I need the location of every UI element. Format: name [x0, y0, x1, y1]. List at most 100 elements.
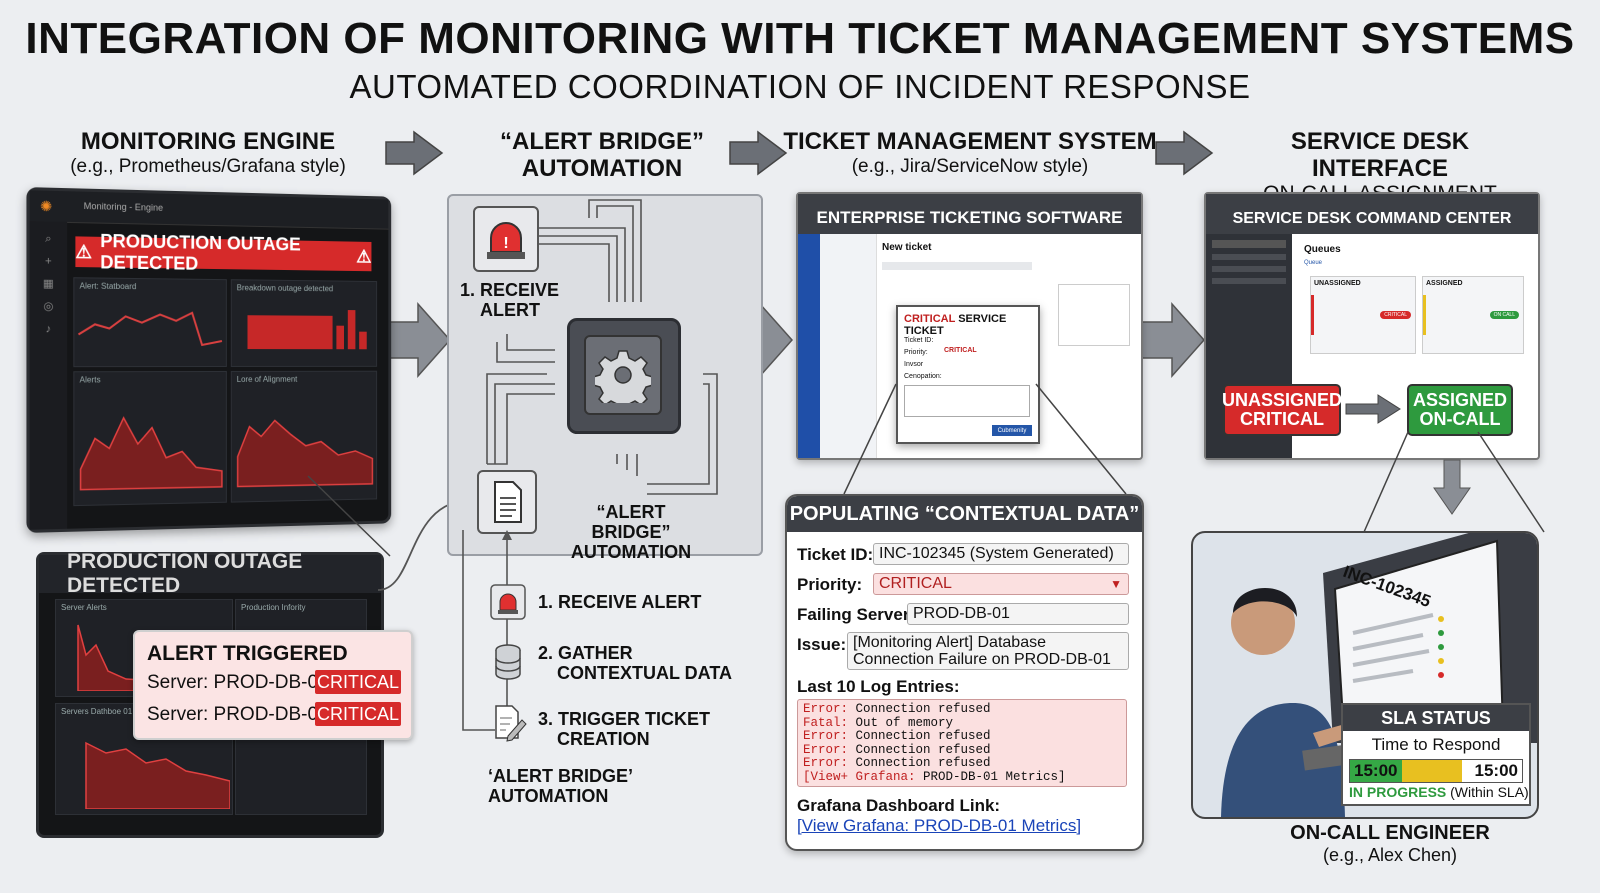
sla-progress-yellow [1402, 760, 1462, 782]
queue-tab[interactable]: Queue [1304, 260, 1323, 266]
monitoring-topbar: ✺ Monitoring - Engine [29, 190, 389, 230]
monitoring-app-title: Monitoring - Engine [83, 200, 164, 213]
assigned-column: ASSIGNED ON CALL [1422, 276, 1524, 354]
priority-label: Priority: [797, 575, 863, 594]
critical-ticket-title: CRITICAL SERVICE TICKET [904, 313, 1038, 337]
bridge-title-2: AUTOMATION [521, 155, 683, 182]
failing-server-label: Failing Server: [797, 605, 916, 624]
sidebar-item[interactable] [1212, 254, 1286, 260]
sla-state-note: (Within SLA) [1446, 784, 1529, 800]
plus-icon[interactable]: + [45, 255, 52, 268]
warning-icon: ⚠ [75, 240, 93, 262]
sla-title: SLA STATUS [1343, 705, 1529, 731]
down-arrow [1433, 459, 1471, 515]
issue-field[interactable]: [Monitoring Alert] Database Connection F… [847, 632, 1129, 670]
outage-banner-text: PRODUCTION OUTAGE DETECTED [100, 230, 301, 274]
submit-button[interactable]: Cubmenity [992, 425, 1032, 436]
alert-triggered-title: ALERT TRIGGERED [147, 642, 348, 665]
assigned-stripe [1423, 295, 1426, 335]
critical-chip: CRITICAL [1380, 311, 1411, 319]
monitoring-title: MONITORING ENGINE [80, 128, 336, 155]
monitoring-sub: (e.g., Prometheus/Grafana style) [70, 156, 346, 177]
grafana-dashboard-link[interactable]: [View Grafana: PROD-DB-01 Metrics] [797, 816, 1082, 835]
state-to-1: ASSIGNED [1412, 390, 1508, 410]
sla-state: IN PROGRESS (Within SLA) [1349, 784, 1529, 800]
service-desk-window-title: SERVICE DESK COMMAND CENTER [1206, 194, 1538, 234]
issue-line-2: Connection Failure on PROD-DB-01 [853, 651, 1111, 668]
step-1-label: 1. RECEIVE ALERT [538, 592, 702, 612]
zoom-connector [307, 475, 391, 557]
priority-select[interactable]: CRITICAL▼ [873, 573, 1129, 595]
log-level: Error: [803, 756, 849, 770]
page-title: INTEGRATION OF MONITORING WITH TICKET MA… [25, 14, 1575, 63]
panel-title: Servers Dathboe 01 [61, 707, 133, 716]
assigned-column-title: ASSIGNED [1426, 280, 1463, 287]
critical-badge-1: CRITICAL [315, 670, 401, 694]
panel-title: Lore of Alignment [236, 374, 298, 384]
gear-icon [584, 335, 662, 415]
engineer-illustration [1221, 533, 1537, 817]
bell-icon[interactable]: ♪ [45, 323, 52, 336]
sidebar-search [1212, 240, 1286, 248]
field-priority: Priority: [904, 349, 928, 356]
engineer-caption-title: ON-CALL ENGINEER [1290, 822, 1490, 844]
ticket-id-field[interactable]: INC-102345 (System Generated) [873, 543, 1129, 565]
field-cenopation: Cenopation: [904, 373, 942, 380]
steps-connector [462, 530, 512, 731]
service-title: SERVICE DESK INTERFACE [1290, 128, 1470, 182]
log-line: [View+ Grafana: PROD-DB-01 Metrics] [803, 770, 1121, 785]
edit-document-icon [492, 702, 528, 742]
sla-right-time: 15:00 [1474, 761, 1518, 780]
ticket-id-label: Ticket ID: [797, 545, 874, 564]
grafana-link-label: Grafana Dashboard Link: [797, 796, 1001, 815]
receive-line-1: 1. RECEIVE [460, 280, 560, 300]
sidebar-item[interactable] [1212, 266, 1286, 272]
panel-statboard: Alert: Statboard [73, 277, 227, 368]
failing-server-field[interactable]: PROD-DB-01 [907, 603, 1129, 625]
outage-banner: ⚠ PRODUCTION OUTAGE DETECTED ⚠ [75, 231, 372, 274]
issue-line-1: [Monitoring Alert] Database [853, 634, 1046, 651]
flow-arrow-3 [1135, 302, 1206, 378]
critical-stripe [1311, 295, 1314, 335]
panel-alerts: Alerts [73, 370, 227, 507]
bridge-heading: “ALERT BRIDGE” AUTOMATION [462, 128, 742, 182]
bridge-receive-label: 1. RECEIVE ALERT [460, 280, 560, 320]
ticketing-sidebar [820, 234, 877, 458]
alarm-siren-icon: ! [473, 206, 539, 272]
warning-icon: ⚠ [356, 246, 372, 266]
step-2-label: 2. GATHER CONTEXTUAL DATA [538, 643, 732, 683]
unassigned-column: UNASSIGNED CRITICAL [1310, 276, 1416, 354]
state-transition-arrow [1345, 394, 1401, 424]
processor-chip [567, 318, 681, 434]
state-to-2: ON-CALL [1419, 409, 1501, 429]
step-2-line-1: 2. GATHER [538, 643, 633, 663]
log-message: Out of memory [848, 715, 954, 730]
engineer-zoom-lines [1363, 431, 1545, 533]
contextual-data-title: POPULATING “CONTEXTUAL DATA” [787, 496, 1142, 532]
engineer-caption: ON-CALL ENGINEER (e.g., Alex Chen) [1270, 822, 1510, 866]
alerts-area-chart [74, 387, 224, 500]
queues-title: Queues [1304, 244, 1341, 255]
zoom-panel-dashboard: Servers Dathboe 01 [55, 703, 233, 815]
step-3-line-1: 3. TRIGGER TICKET [538, 709, 711, 729]
ticket-heading: TICKET MANAGEMENT SYSTEM (e.g., Jira/Ser… [780, 128, 1160, 179]
bridge-title-1: “ALERT BRIDGE” [500, 128, 704, 155]
log-level: Error: [803, 729, 849, 743]
log-message: Connection refused [848, 756, 991, 770]
log-message: Connection refused [848, 742, 991, 757]
description-textarea[interactable] [904, 385, 1030, 417]
compass-icon[interactable]: ◎ [43, 300, 54, 313]
sidebar-item[interactable] [1212, 278, 1286, 284]
log-level: Error: [803, 702, 849, 716]
log-message: Connection refused [848, 702, 991, 716]
bridge-wiring [486, 199, 718, 495]
bridge-footer-2: AUTOMATION [488, 786, 609, 806]
search-icon[interactable]: ⌕ [45, 232, 52, 246]
sla-subtitle: Time to Respond [1371, 735, 1501, 754]
chevron-down-icon: ▼ [1110, 577, 1122, 591]
step-3-label: 3. TRIGGER TICKET CREATION [538, 709, 710, 749]
field-invsor: Invsor [904, 361, 924, 368]
grid-icon[interactable]: ▦ [42, 277, 54, 291]
sla-state-value: IN PROGRESS [1349, 784, 1447, 800]
